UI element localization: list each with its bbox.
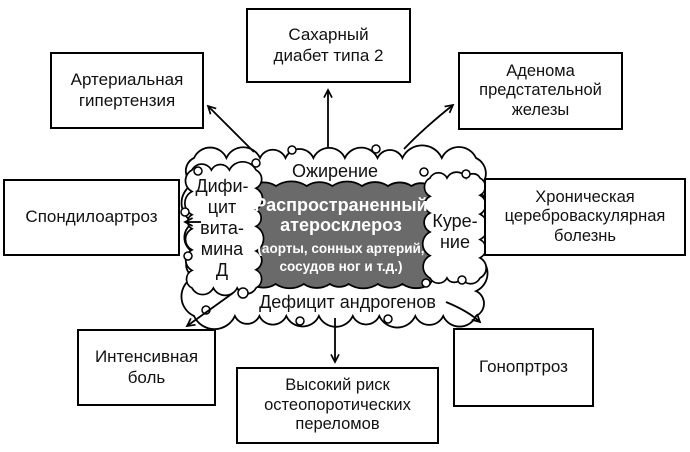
arrow-to-adenoma xyxy=(403,103,455,150)
curl-icon xyxy=(461,169,471,179)
central-title-line: Распространенный xyxy=(254,194,428,215)
cloud-lobe-right xyxy=(421,171,489,285)
curl-icon xyxy=(180,207,190,217)
arrows-group xyxy=(183,88,482,364)
outcome-label-line: Аденома xyxy=(506,61,575,80)
arrow-to-pain xyxy=(185,292,234,328)
central-title-line: атеросклероз xyxy=(280,214,402,235)
outcome-box-gonarthrosis: Гонопртроз xyxy=(453,328,594,407)
outcome-box-spondyloarthrosis: Спондилоартроз xyxy=(3,179,180,256)
curl-icon xyxy=(383,314,393,324)
curl-icon xyxy=(421,278,431,288)
curl-icon xyxy=(419,167,429,177)
outcome-box-fracture-risk: Высокий риск остеопоротических переломов xyxy=(236,367,439,444)
outcome-label-line: боль xyxy=(127,367,166,387)
outcome-label-line: предстательной xyxy=(479,81,602,100)
arrow-to-gonarthrosis xyxy=(445,301,482,324)
outcome-box-pain: Интенсивная боль xyxy=(77,329,216,406)
outcome-label-line: Спондилоартроз xyxy=(25,207,158,227)
outcome-label-line: Интенсивная xyxy=(94,347,199,367)
curl-icon xyxy=(371,144,381,154)
curl-icon xyxy=(457,275,467,285)
outcome-label-line: цереброваскулярная xyxy=(504,207,666,226)
cloud-label-text: Д xyxy=(215,260,229,281)
cloud-label-text: Дифи- xyxy=(195,176,249,196)
cloud-label-androgen-deficiency: Дефицит андрогенов xyxy=(240,292,455,313)
curl-icon xyxy=(183,251,193,261)
curl-icon xyxy=(295,316,305,326)
outcome-box-adenoma: Аденома предстательной железы xyxy=(458,52,623,130)
curl-icon xyxy=(251,158,261,168)
outcome-label-line: Высокий риск xyxy=(285,376,390,395)
outcome-label-line: Артериальная xyxy=(70,70,184,90)
outcome-label-line: Гонопртроз xyxy=(479,357,568,377)
cloud-label-text: цит xyxy=(207,197,237,218)
cloud-curls-decoration xyxy=(180,144,471,326)
cloud-label-text: Ожирение xyxy=(291,161,379,181)
outcome-label-line: переломов xyxy=(295,415,380,434)
outcome-label-line: Хроническая xyxy=(535,187,635,206)
central-subtitle-line: сосудов ног и т.д.) xyxy=(279,258,403,274)
central-cloud-box: Распространенный атеросклероз (аорты, со… xyxy=(250,187,432,283)
outcome-label-line: диабет типа 2 xyxy=(273,45,384,65)
outcome-label-line: железы xyxy=(511,100,570,119)
outcome-box-hypertension: Артериальная гипертензия xyxy=(50,52,204,129)
curl-icon xyxy=(287,145,297,155)
cloud-label-text: Дефицит андрогенов xyxy=(259,292,436,312)
cloud-label-vitamin-d-deficiency: Дифи- цит вита- мина Д xyxy=(190,176,254,281)
cloud-label-text: ние xyxy=(439,232,470,253)
cloud-lobe-left xyxy=(184,161,265,297)
outcome-box-cerebrovascular: Хроническая цереброваскулярная болезнь xyxy=(484,178,686,256)
curl-icon xyxy=(237,287,249,299)
curl-icon xyxy=(193,166,203,176)
cloud-label-text: мина xyxy=(200,239,244,260)
arrow-to-hypertension xyxy=(206,104,255,153)
cloud-label-smoking: Куре- ние xyxy=(426,211,484,253)
cloud-label-text: вита- xyxy=(200,218,244,239)
cloud-label-text: Куре- xyxy=(432,211,478,231)
central-subtitle-line: (аорты, сонных артерий, xyxy=(257,241,425,257)
outcome-label-line: Сахарный xyxy=(288,25,369,45)
outcome-box-diabetes: Сахарный диабет типа 2 xyxy=(246,8,411,83)
outcome-label-line: болезнь xyxy=(554,226,616,245)
outcome-label-line: остеопоротических xyxy=(264,395,411,414)
cloud-label-obesity: Ожирение xyxy=(270,161,400,182)
outcome-label-line: гипертензия xyxy=(78,90,176,110)
